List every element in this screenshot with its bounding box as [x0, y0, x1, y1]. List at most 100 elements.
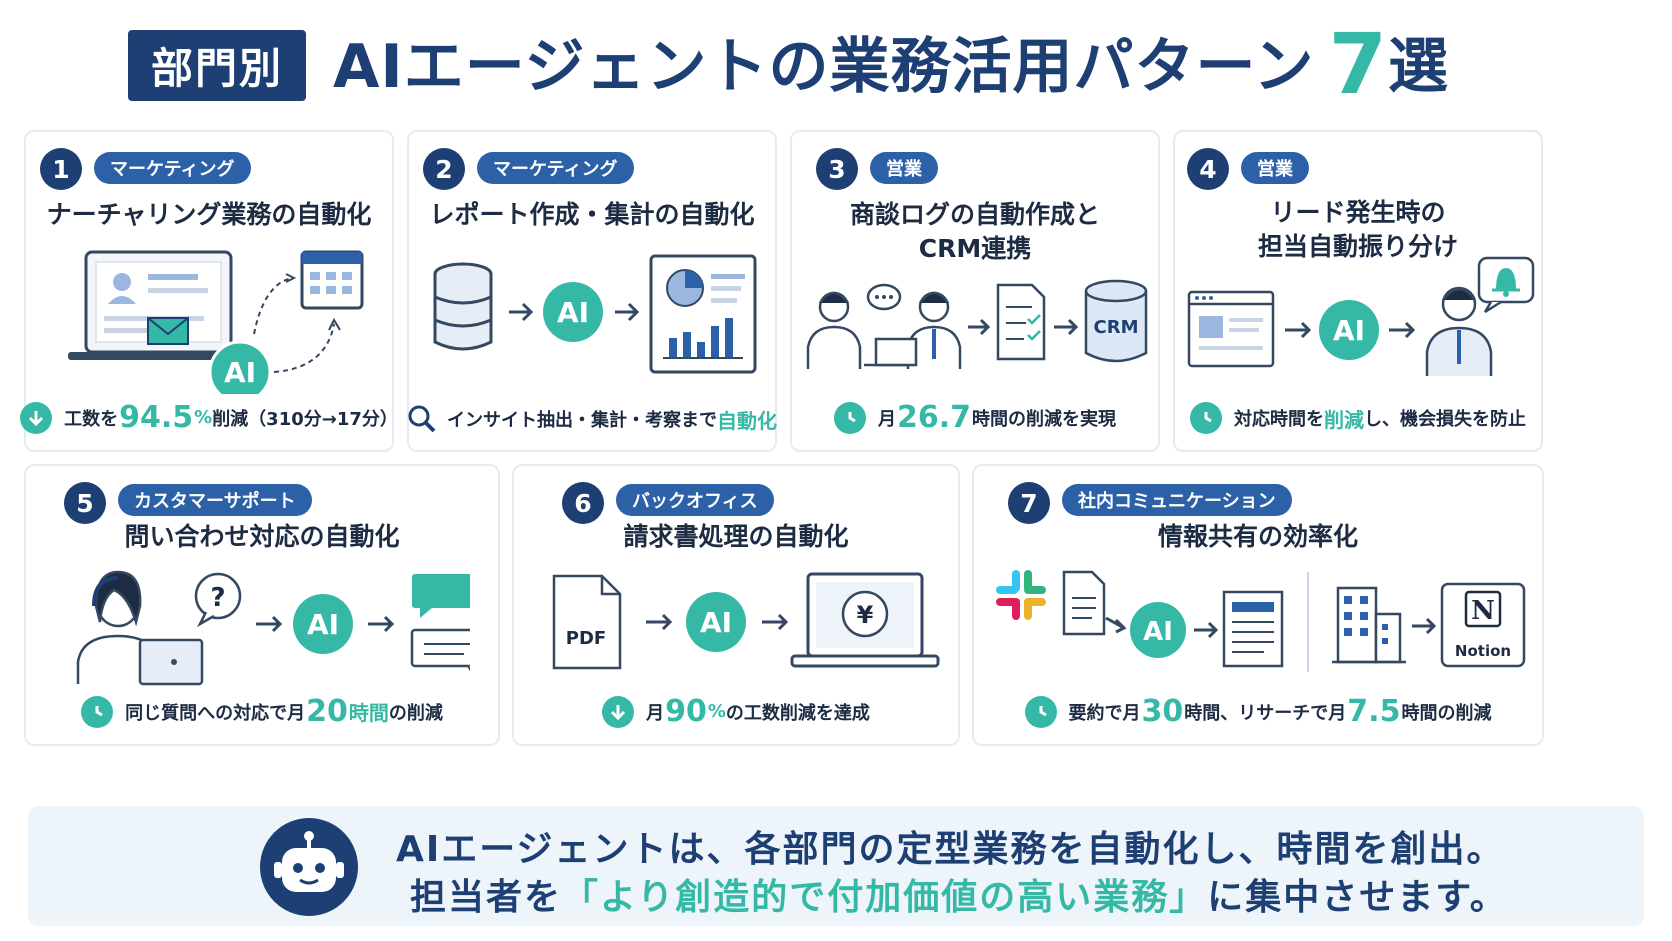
result-value: 90 — [665, 694, 707, 729]
card-support: 5 カスタマーサポート 問い合わせ対応の自動化 ? AI 同じ質問への対 — [24, 464, 500, 746]
summary-banner: AIエージェントは、各部門の定型業務を自動化し、時間を創出。 担当者を「より創造… — [28, 806, 1644, 926]
clock-icon — [1024, 695, 1057, 728]
arrow-down-icon — [20, 401, 53, 434]
result-suffix: の工数削減を達成 — [725, 702, 870, 724]
clock-icon — [1190, 402, 1222, 434]
card-tag: 営業 — [870, 152, 938, 184]
card-number: 4 — [1187, 148, 1229, 190]
card-number: 2 — [423, 148, 465, 190]
result-unit: 時間 — [348, 701, 389, 725]
result-highlight: 自動化 — [717, 408, 777, 433]
card-title-line2: 担当自動振り分け — [1257, 232, 1458, 261]
card-title: レポート作成・集計の自動化 — [429, 200, 755, 229]
speech-bubble-icon — [866, 283, 902, 311]
slack-icon — [996, 570, 1046, 620]
result-mid: 時間、リサーチで月 — [1184, 702, 1347, 724]
result-suffix: 時間の削減 — [1401, 702, 1492, 724]
result-unit: % — [707, 701, 726, 722]
card-number: 7 — [1008, 482, 1050, 524]
card-tag: 営業 — [1241, 152, 1309, 184]
result-suffix: 時間の削減を実現 — [972, 408, 1117, 430]
card-title: 問い合わせ対応の自動化 — [124, 522, 400, 551]
card-title: 請求書処理の自動化 — [623, 522, 849, 551]
title-count: 7 — [1328, 15, 1389, 113]
card-number: 3 — [816, 148, 858, 190]
card-number: 1 — [40, 148, 82, 190]
pdf-file-icon: PDF — [552, 574, 622, 670]
card-report: 2 マーケティング レポート作成・集計の自動化 AI インサイト抽出・集計・考察… — [407, 130, 777, 452]
result-value: 30 — [1141, 694, 1184, 729]
lead-illustration: AI — [1187, 256, 1535, 376]
result-suffix: し、機会損失を防止 — [1364, 409, 1526, 430]
ai-label: AI — [1143, 617, 1173, 647]
result-value: 94.5 — [119, 400, 194, 435]
department-badge: 部門別 — [128, 30, 306, 101]
person-icon — [806, 291, 862, 369]
arrow-down-icon — [602, 695, 635, 728]
result-prefix: 月 — [646, 702, 665, 724]
result-prefix: 月 — [877, 408, 896, 430]
result-unit: % — [194, 407, 213, 428]
clock-icon — [833, 401, 866, 434]
title-text: AIエージェントの業務活用パターン — [333, 32, 1315, 102]
card-tag: マーケティング — [477, 152, 634, 184]
report-illustration: AI — [433, 254, 757, 374]
person-icon — [906, 291, 962, 369]
card-title-line1: 商談ログの自動作成と — [849, 200, 1100, 229]
result-suffix: の削減 — [388, 702, 443, 724]
card-result: 対応時間を削減し、機会損失を防止 — [1175, 402, 1541, 434]
document-icon — [1062, 570, 1106, 636]
result-value-2: 7.5 — [1347, 694, 1401, 729]
banner-line-2-prefix: 担当者を — [410, 877, 563, 918]
title-count-suffix: 選 — [1388, 32, 1450, 102]
laptop-yen-icon: ¥ — [790, 572, 940, 668]
magnifier-icon — [407, 404, 437, 434]
result-prefix: 工数を — [64, 408, 119, 430]
card-title: リード発生時の 担当自動振り分け — [1175, 196, 1541, 264]
card-tag: カスタマーサポート — [118, 484, 312, 516]
card-tag: 社内コミュニケーション — [1062, 484, 1292, 516]
question-bubble-icon: ? — [194, 572, 242, 628]
banner-highlight: 「より創造的で付加価値の高い業務」 — [562, 877, 1208, 918]
clock-icon — [81, 695, 114, 728]
card-number: 5 — [64, 482, 106, 524]
pdf-label: PDF — [566, 628, 606, 649]
nurturing-illustration: AI — [68, 250, 364, 394]
ai-label: AI — [700, 606, 732, 639]
invoice-illustration: PDF AI ¥ — [552, 572, 940, 670]
card-number: 6 — [562, 482, 604, 524]
result-value: 20 — [306, 694, 348, 729]
card-title-line1: リード発生時の — [1270, 198, 1446, 227]
support-illustration: ? AI — [76, 570, 470, 686]
card-info-sharing: 7 社内コミュニケーション 情報共有の効率化 AI — [972, 464, 1544, 746]
banner-line-2-suffix: に集中させます。 — [1207, 877, 1508, 918]
crm-database-icon: CRM — [1084, 279, 1148, 363]
card-title-line2: CRM連携 — [918, 234, 1032, 263]
result-value: 26.7 — [896, 400, 972, 435]
card-tag: マーケティング — [94, 152, 251, 184]
ai-label: AI — [224, 356, 256, 389]
result-prefix: 同じ質問への対応で月 — [125, 702, 306, 724]
chat-bubbles-icon — [410, 574, 470, 672]
banner-line-1: AIエージェントは、各部門の定型業務を自動化し、時間を創出。 — [396, 829, 1505, 870]
notion-letter: N — [1471, 596, 1495, 626]
result-prefix: インサイト抽出・集計・考察まで — [447, 410, 717, 431]
meeting-crm-illustration: CRM — [806, 279, 1148, 369]
browser-window-icon — [1187, 290, 1275, 368]
info-sharing-illustration: AI N Notion — [996, 570, 1526, 672]
notion-icon: N Notion — [1440, 582, 1526, 668]
question-mark: ? — [210, 583, 225, 613]
card-crm: 3 営業 商談ログの自動作成と CRM連携 — [790, 130, 1160, 452]
yen-symbol: ¥ — [857, 601, 874, 629]
card-lead-assign: 4 営業 リード発生時の 担当自動振り分け AI — [1173, 130, 1543, 452]
card-tag: バックオフィス — [616, 484, 774, 516]
result-prefix: 要約で月 — [1068, 702, 1141, 724]
